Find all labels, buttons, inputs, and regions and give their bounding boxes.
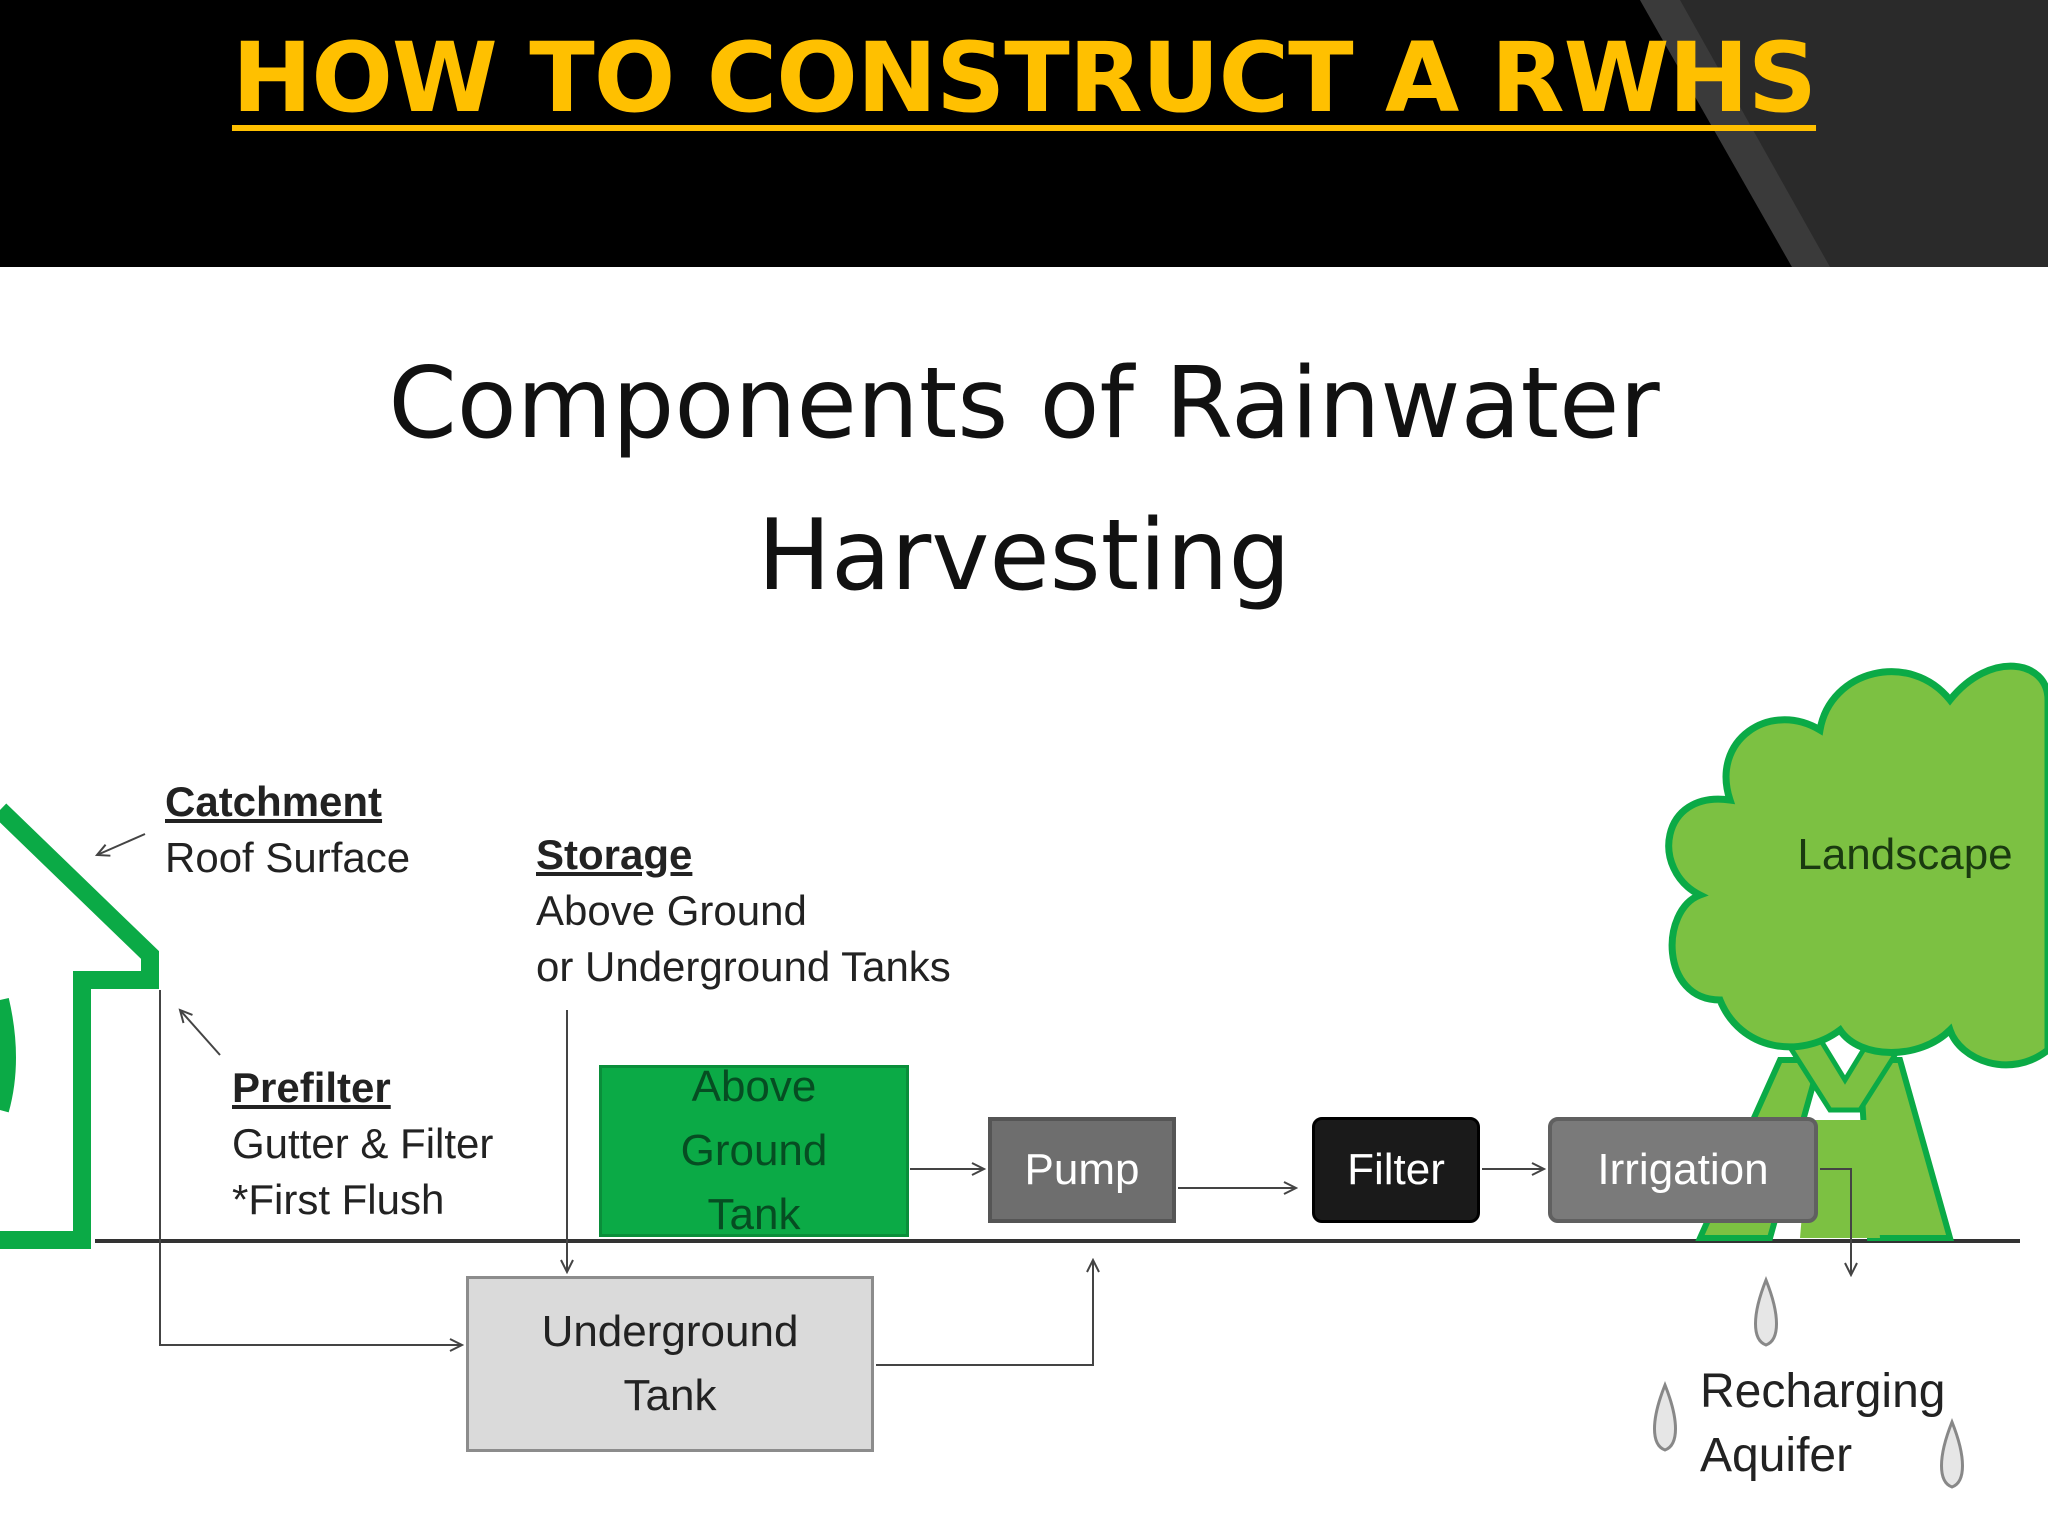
water-drop-icon xyxy=(1940,1417,1964,1489)
water-drop-icon xyxy=(1653,1380,1677,1452)
above-ground-line3: Tank xyxy=(707,1190,801,1239)
underground-tank-box: Underground Tank xyxy=(466,1276,874,1452)
filter-label: Filter xyxy=(1347,1145,1445,1194)
storage-line1: Above Ground xyxy=(536,887,807,934)
recharging-aquifer-label: Recharging Aquifer xyxy=(1700,1360,1945,1488)
water-drop-icon xyxy=(1754,1275,1778,1347)
catchment-label: Catchment Roof Surface xyxy=(165,774,410,886)
storage-heading: Storage xyxy=(536,831,693,878)
storage-label: Storage Above Ground or Underground Tank… xyxy=(536,827,951,995)
tree-icon xyxy=(1665,662,2048,1241)
storage-line2: or Underground Tanks xyxy=(536,943,951,990)
irrigation-label: Irrigation xyxy=(1597,1145,1769,1194)
filter-box: Filter xyxy=(1312,1117,1480,1223)
diagram-title: Components of Rainwater Harvesting xyxy=(0,328,2048,632)
gutter-to-underground-arrow xyxy=(159,990,462,1345)
prefilter-heading: Prefilter xyxy=(232,1064,391,1111)
prefilter-line1: Gutter & Filter xyxy=(232,1120,494,1167)
diagram-title-line1: Components of Rainwater xyxy=(388,347,1660,461)
underground-line2: Tank xyxy=(623,1371,717,1420)
recharging-line2: Aquifer xyxy=(1700,1429,1853,1482)
prefilter-label: Prefilter Gutter & Filter *First Flush xyxy=(232,1060,493,1228)
slide-title: HOW TO CONSTRUCT A RWHS xyxy=(231,22,1817,134)
slide-header: HOW TO CONSTRUCT A RWHS xyxy=(0,0,2048,267)
underground-to-pump-arrow xyxy=(876,1260,1093,1366)
prefilter-line2: *First Flush xyxy=(232,1176,445,1223)
above-ground-line1: Above xyxy=(691,1062,817,1111)
prefilter-arrow xyxy=(180,1010,221,1056)
recharging-line1: Recharging xyxy=(1700,1365,1946,1418)
above-ground-tank-box: Above Ground Tank xyxy=(599,1062,909,1239)
diagram-title-line2: Harvesting xyxy=(757,499,1291,613)
header-accent-shape xyxy=(1640,0,2048,267)
irrigation-to-aquifer-arrow xyxy=(1820,1168,1851,1275)
catchment-arrow xyxy=(97,833,146,855)
pump-label: Pump xyxy=(1024,1145,1140,1194)
above-ground-line2: Ground xyxy=(680,1126,828,1175)
underground-line1: Underground xyxy=(541,1307,799,1356)
catchment-heading: Catchment xyxy=(165,778,383,825)
irrigation-box: Irrigation xyxy=(1548,1117,1818,1223)
house-icon xyxy=(0,803,159,1249)
pump-box: Pump xyxy=(988,1117,1176,1223)
landscape-label: Landscape xyxy=(1797,830,2013,879)
catchment-line1: Roof Surface xyxy=(165,834,411,881)
